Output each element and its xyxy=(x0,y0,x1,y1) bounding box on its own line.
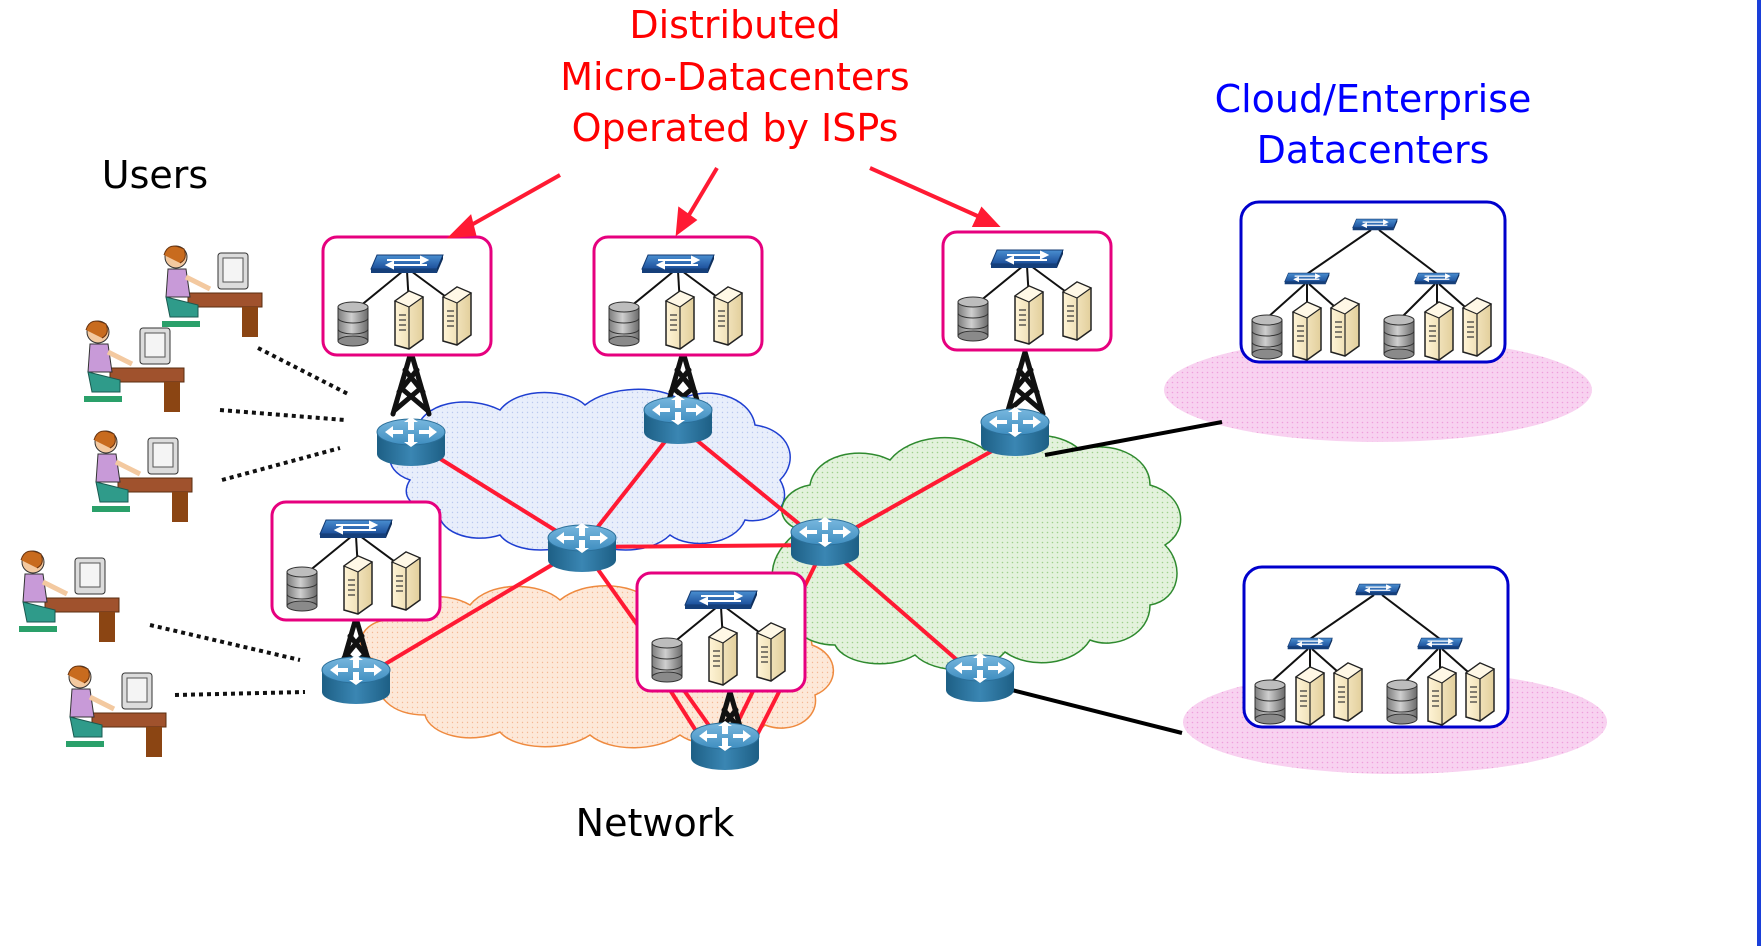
users-label: Users xyxy=(102,153,208,197)
user-at-computer-icon xyxy=(162,246,262,337)
user-at-computer-icon xyxy=(92,431,192,522)
micro-datacenter-box xyxy=(943,232,1111,350)
router-icon xyxy=(790,516,860,567)
cloud-datacenter-box xyxy=(1244,567,1508,727)
label-arrows xyxy=(446,166,1001,239)
tower-icon xyxy=(393,352,429,414)
micro-label-line2: Micro-Datacenters xyxy=(560,55,909,99)
network-cloud-green xyxy=(771,434,1182,671)
router-icon xyxy=(980,406,1050,457)
cloud-label-line2: Datacenters xyxy=(1257,128,1490,172)
micro-datacenter-box xyxy=(637,573,805,691)
micro-datacenter-box xyxy=(594,237,762,355)
router-icon xyxy=(690,720,760,771)
user-at-computer-icon xyxy=(66,666,166,757)
cloud-label-line1: Cloud/Enterprise xyxy=(1215,77,1532,121)
router-icon xyxy=(547,522,617,573)
cloud-datacenter-box xyxy=(1241,202,1505,362)
tower-icon xyxy=(1007,352,1043,414)
network-label: Network xyxy=(576,801,735,845)
datacenter-links xyxy=(1011,420,1223,735)
router-icon xyxy=(321,654,391,705)
micro-datacenter-box xyxy=(272,502,440,620)
router-icon xyxy=(376,416,446,467)
router-icon xyxy=(643,394,713,445)
router-icon xyxy=(945,652,1015,703)
micro-label-line3: Operated by ISPs xyxy=(572,106,899,150)
user-at-computer-icon xyxy=(84,321,184,412)
user-at-computer-icon xyxy=(19,551,119,642)
micro-label-line1: Distributed xyxy=(629,3,840,47)
micro-datacenter-box xyxy=(323,237,491,355)
user-access-links xyxy=(149,346,351,697)
cloud-datacenter-area xyxy=(1164,338,1592,442)
